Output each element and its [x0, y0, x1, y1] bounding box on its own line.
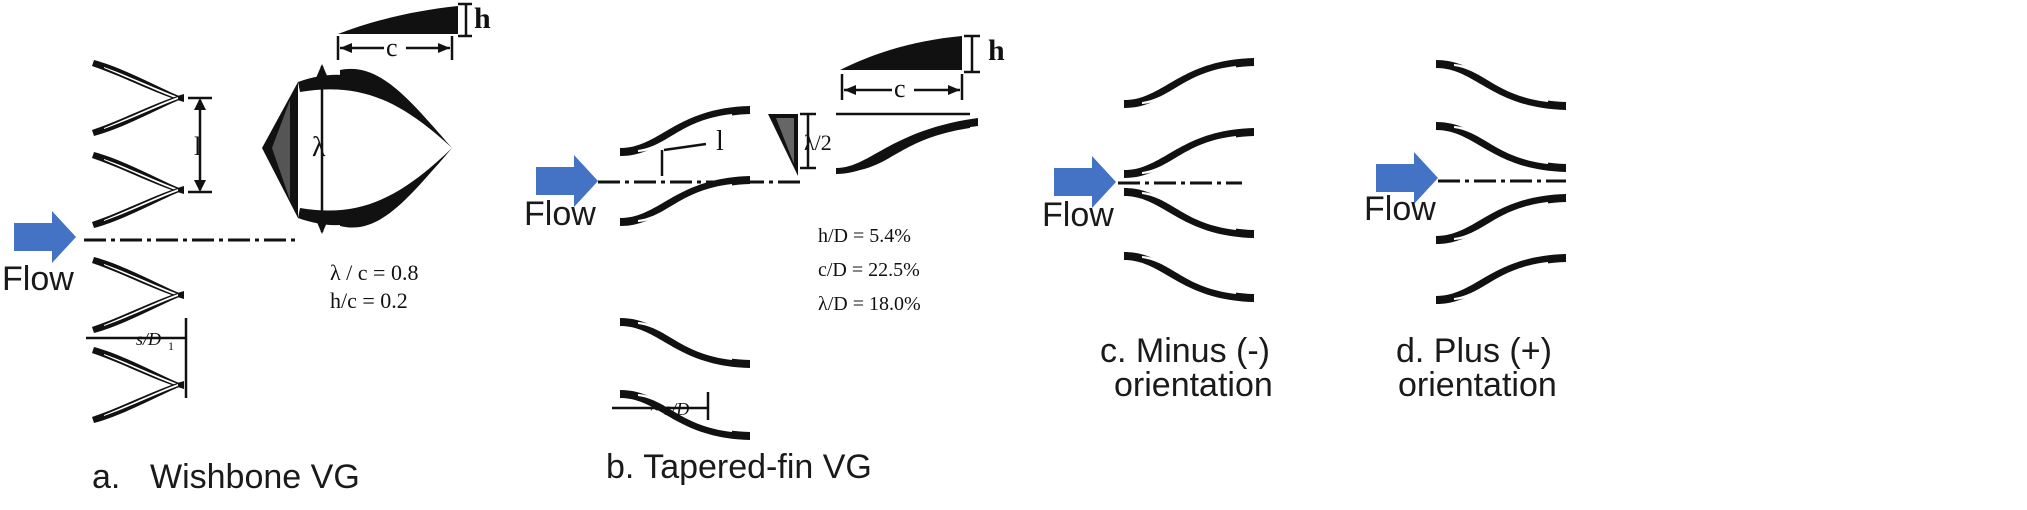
s-fin [1124, 188, 1254, 238]
s-fin [1436, 254, 1566, 304]
caption-c-line1: c. Minus (-) [1100, 332, 1270, 370]
s-fin [1436, 60, 1566, 110]
s-fin [1124, 128, 1254, 178]
flow-label-b: Flow [524, 195, 596, 233]
dim-c-a: c [386, 33, 398, 62]
dim-h-a: h [474, 2, 491, 35]
s-fin [1436, 194, 1566, 244]
wishbone-fin [92, 60, 184, 136]
caption-b: b. Tapered-fin VG [606, 448, 872, 486]
dim-l-b: l [716, 126, 724, 157]
panel-c-minus: Flow c. Minus (-) orientation [1042, 58, 1273, 404]
flow-label-d: Flow [1364, 190, 1436, 228]
ratio-b-2: c/D = 22.5% [818, 259, 920, 281]
caption-a-text: Wishbone VG [150, 458, 360, 496]
caption-c-line2: orientation [1114, 366, 1273, 404]
caption-d-line1: d. Plus (+) [1396, 332, 1552, 370]
flow-label-a: Flow [2, 260, 74, 298]
wishbone-fin [92, 257, 184, 333]
dim-spacing-b: ~ s/D [650, 399, 689, 419]
dim-c-b: c [894, 74, 906, 103]
flow-label-c: Flow [1042, 196, 1114, 234]
ratio-a-1: λ / c = 0.8 [330, 260, 418, 285]
dim-l-a: l [194, 132, 201, 161]
ratio-b-1: h/D = 5.4% [818, 225, 911, 247]
flow-arrow-icon [14, 211, 76, 263]
dim-h-b: h [988, 34, 1005, 67]
svg-text:1: 1 [168, 339, 174, 353]
tapered-fin [620, 106, 750, 156]
dim-lambda-half-b: λ/2 [804, 130, 832, 155]
s-fin [1124, 252, 1254, 302]
wishbone-fin [92, 152, 184, 228]
tapered-fin [620, 318, 750, 368]
s-fin [1124, 58, 1254, 108]
dim-lambda-a: λ [312, 132, 326, 163]
caption-a-letter: a. [92, 458, 120, 496]
panel-a-wishbone: Flow l s/D 1 λ [2, 2, 491, 496]
ratio-b-3: λ/D = 18.0% [818, 293, 921, 315]
dim-spacing-a: s/D [136, 329, 161, 349]
wishbone-fin [92, 347, 184, 423]
s-fin [1436, 122, 1566, 172]
wishbone-detail: λ h c [262, 2, 491, 234]
panel-d-plus: Flow d. Plus (+) orientation [1364, 60, 1566, 404]
panel-b-tapered-fin: Flow l ~ s/D λ/2 h [524, 34, 1005, 486]
tapered-fin-detail: λ/2 h c [768, 34, 1005, 176]
ratio-a-2: h/c = 0.2 [330, 288, 408, 313]
caption-d-line2: orientation [1398, 366, 1557, 404]
